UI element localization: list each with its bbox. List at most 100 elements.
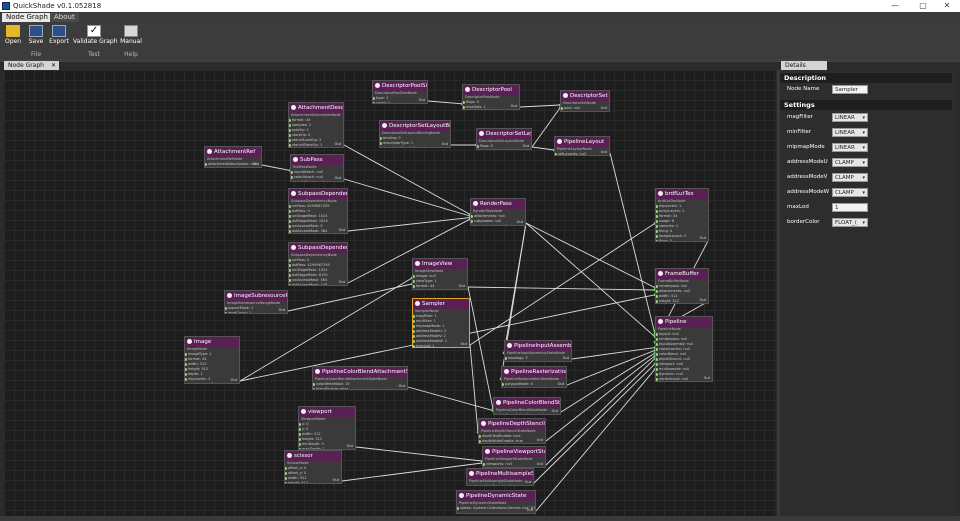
node-output-port[interactable]: Out [252, 162, 259, 166]
node-property[interactable]: mipLevels: 1 [656, 204, 708, 209]
node-property[interactable]: stencilLoadOp: 2 [289, 138, 343, 143]
node-property[interactable]: height: 512 [656, 299, 708, 303]
node-property[interactable]: multisample: null [656, 367, 712, 372]
node-property[interactable]: dstAccessMask: 384 [289, 229, 347, 233]
node-property[interactable]: width: 512 [299, 432, 355, 437]
maximize-button[interactable]: ▢ [919, 1, 927, 10]
node-output-port[interactable]: Out [338, 228, 345, 232]
node-output-port[interactable]: Out [536, 462, 543, 466]
node-output-port[interactable]: Out [441, 142, 448, 146]
node-title[interactable]: viewport [299, 407, 355, 417]
node-output-port[interactable]: Out [703, 376, 710, 380]
node-property[interactable]: topology: 3 [505, 356, 571, 361]
node-title[interactable]: DescriptorSetLayoutBinding [380, 121, 450, 131]
node-property[interactable]: mipLevels: 1 [185, 377, 239, 382]
node-property[interactable]: descriptorType: 1 [380, 141, 450, 146]
node-title[interactable]: DescriptorPoolSize [373, 81, 427, 91]
setting-dropdown[interactable]: LINEAR [832, 128, 868, 138]
node-property[interactable]: states: System.Collections.Generic.List`… [457, 506, 535, 511]
node-property[interactable]: layout: null [561, 111, 609, 112]
node-property[interactable]: inputAttach: null [291, 170, 343, 175]
node-property[interactable]: attachmentDescription: null [205, 162, 261, 167]
node-property[interactable]: bindings: null [477, 149, 531, 150]
node-output-port[interactable]: Out [526, 508, 533, 512]
node-output-port[interactable]: Out [600, 106, 607, 110]
node-property[interactable]: maxSets: 1 [463, 105, 519, 109]
node-property[interactable]: pool: null [561, 106, 609, 111]
node-property[interactable]: srcAccessMask: 384 [289, 278, 347, 283]
node-property[interactable]: usage: 6 [656, 219, 708, 224]
node-output-port[interactable]: Out [458, 284, 465, 288]
node-property[interactable]: cullMode: 0 [502, 387, 566, 388]
node-property[interactable]: srcStageMask: 1024 [289, 214, 347, 219]
node-property[interactable]: dstAccessMask: 128 [289, 283, 347, 285]
node-property[interactable]: arrayLayers: 1 [185, 382, 239, 383]
validate-graph-button[interactable]: ✓ Validate Graph [73, 25, 118, 45]
graph-node[interactable]: PipelineRasterizationStatePipelineRaster… [501, 366, 567, 388]
node-property[interactable]: minFilter: 1 [413, 319, 469, 324]
node-output-port[interactable]: Out [334, 142, 341, 146]
node-title[interactable]: DescriptorPool [463, 85, 519, 95]
node-property[interactable]: binding: 0 [380, 136, 450, 141]
node-title[interactable]: PipelineColorBlendAttachmentState [313, 367, 407, 377]
node-output-port[interactable]: Out [278, 308, 285, 312]
node-property[interactable]: height: 512 [299, 437, 355, 442]
node-property[interactable]: count: 1 [373, 101, 427, 103]
node-title[interactable]: RenderPass [471, 199, 525, 209]
node-property[interactable]: attachments: null [471, 214, 525, 219]
close-icon[interactable]: ✕ [50, 62, 56, 69]
node-output-port[interactable]: Out [346, 444, 353, 448]
node-output-port[interactable]: Out [460, 342, 467, 346]
graph-node[interactable]: PipelineDepthStencilStatePipelineDepthSt… [478, 418, 546, 444]
node-title[interactable]: Sampler [413, 299, 469, 309]
node-property[interactable]: minDepth: 0 [299, 442, 355, 447]
node-output-port[interactable]: Out [557, 382, 564, 386]
node-property[interactable]: mipmapMode: 1 [413, 324, 469, 329]
node-title[interactable]: AttachmentDescription [289, 103, 343, 113]
tab-about[interactable]: About [50, 13, 79, 22]
node-output-port[interactable]: Out [338, 280, 345, 284]
graph-node[interactable]: DescriptorSetLayoutBindingDescriptorSetL… [379, 120, 451, 148]
graph-node[interactable]: SubpassDependencySubpassDependencyNodesr… [288, 188, 348, 234]
node-output-port[interactable]: Out [536, 438, 543, 442]
node-property[interactable]: blendEnable: false [313, 387, 407, 389]
node-property[interactable]: aspectMask: 1 [225, 306, 287, 311]
node-title[interactable]: Image [185, 337, 239, 347]
node-title[interactable]: PipelineViewportState [483, 447, 545, 457]
node-property[interactable]: magFilter: 1 [413, 314, 469, 319]
node-property[interactable]: image: null [413, 274, 467, 279]
node-property[interactable]: descriptorCount: 1 [380, 146, 450, 147]
graph-node[interactable]: PipelineColorBlendStatePipelineColorBlen… [493, 397, 561, 415]
node-property[interactable]: dstStageMask: 8192 [289, 273, 347, 278]
node-output-port[interactable]: Out [230, 378, 237, 382]
graph-node[interactable]: PipelineMultisampleStatePipelineMultisam… [466, 468, 534, 486]
node-property[interactable]: inputAssembly: null [656, 342, 712, 347]
save-button[interactable]: Save [26, 23, 46, 50]
node-property[interactable]: subresourceRange: null [413, 289, 467, 290]
node-property[interactable]: samples: 1 [289, 123, 343, 128]
graph-node[interactable]: DescriptorPoolSizeDescriptorPoolSizeNode… [372, 80, 428, 104]
node-title[interactable]: PipelineDynamicState [457, 491, 535, 501]
details-tab[interactable]: Details [781, 61, 827, 70]
node-property[interactable]: polygonMode: 0 [502, 382, 566, 387]
node-title[interactable]: PipelineColorBlendState [494, 398, 560, 408]
node-title[interactable]: PipelineInputAssemblyState [505, 341, 571, 351]
node-property[interactable]: type: 1 [373, 96, 427, 101]
node-property[interactable]: arrayLayers: 1 [656, 209, 708, 214]
node-property[interactable]: flags: 0 [477, 144, 531, 149]
node-property[interactable]: depthTestEnable: true [479, 434, 545, 439]
node-property[interactable]: levelCount: 1 [225, 311, 287, 313]
node-property[interactable]: viewport: null [656, 362, 712, 367]
manual-button[interactable]: Manual [118, 23, 144, 50]
node-property[interactable]: imageLayout: 0 [656, 234, 708, 239]
node-property[interactable]: primitiveRestartEnable: false [505, 361, 571, 362]
node-output-port[interactable]: Out [516, 220, 523, 224]
node-output-port[interactable]: Out [334, 176, 341, 180]
node-property[interactable]: flags: 0 [463, 100, 519, 105]
node-title[interactable]: PipelineLayout [555, 137, 609, 147]
node-output-port[interactable]: Out [510, 104, 517, 108]
